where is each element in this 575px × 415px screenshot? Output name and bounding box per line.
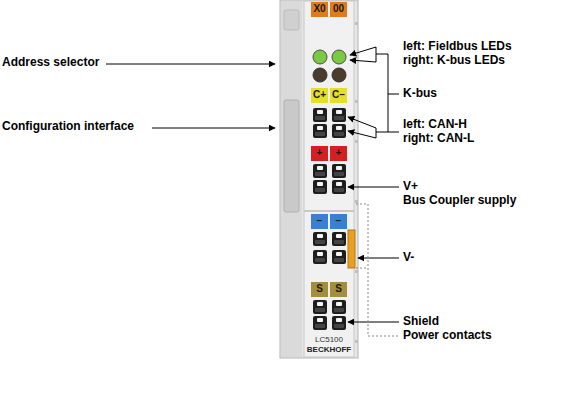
configuration-interface-cover [284,100,299,212]
shield-tag [330,282,347,297]
address-text: X0 [311,3,328,15]
supply-minus-tag [330,214,347,229]
callout-label: V+ [403,180,418,194]
terminal-marking: S [330,283,347,295]
panel-divider [304,210,354,212]
callout-label: Power contacts [403,329,492,343]
callout-label: Configuration interface [2,120,134,134]
address-text: 00 [330,3,347,15]
housing-side [281,1,302,357]
callout-label: left: CAN-H [403,118,467,132]
can-tag [330,88,347,103]
power-contact [348,230,355,268]
callout-label: Address selector [2,56,99,70]
terminal-marking: − [311,215,328,227]
terminal-marking: C+ [311,89,328,101]
callout-label: right: CAN-L [403,132,474,146]
callout-label: Bus Coupler supply [403,194,516,208]
kbus-led [332,50,346,64]
terminal-marking: + [330,147,347,159]
power-contacts-bracket [356,204,399,336]
front-panel [304,1,354,357]
address-selector-cover [284,10,299,30]
terminal-marking: S [311,283,328,295]
housing-ribs [355,22,358,343]
terminal-marking: − [330,215,347,227]
coupler-housing [280,0,358,358]
callout-label: V- [403,251,414,265]
supply-minus-tag [311,214,328,229]
supply-plus-tag [330,146,347,161]
led [332,68,346,82]
callout-label: right: K-bus LEDs [403,54,505,68]
leader-lines [106,47,399,322]
address-tag [330,2,347,17]
can-tag [311,88,328,103]
callout-label: left: Fieldbus LEDs [403,40,512,54]
supply-plus-tag [311,146,328,161]
led [313,68,327,82]
brand-name: BECKHOFF [304,345,354,354]
terminal-marking: + [311,147,328,159]
shield-tag [311,282,328,297]
callout-label: Shield [403,315,439,329]
address-tag [311,2,328,17]
terminal-marking: C– [330,89,347,101]
fieldbus-led [313,50,327,64]
model-name: LC5100 [304,335,354,344]
callout-label: K-bus [403,87,437,101]
